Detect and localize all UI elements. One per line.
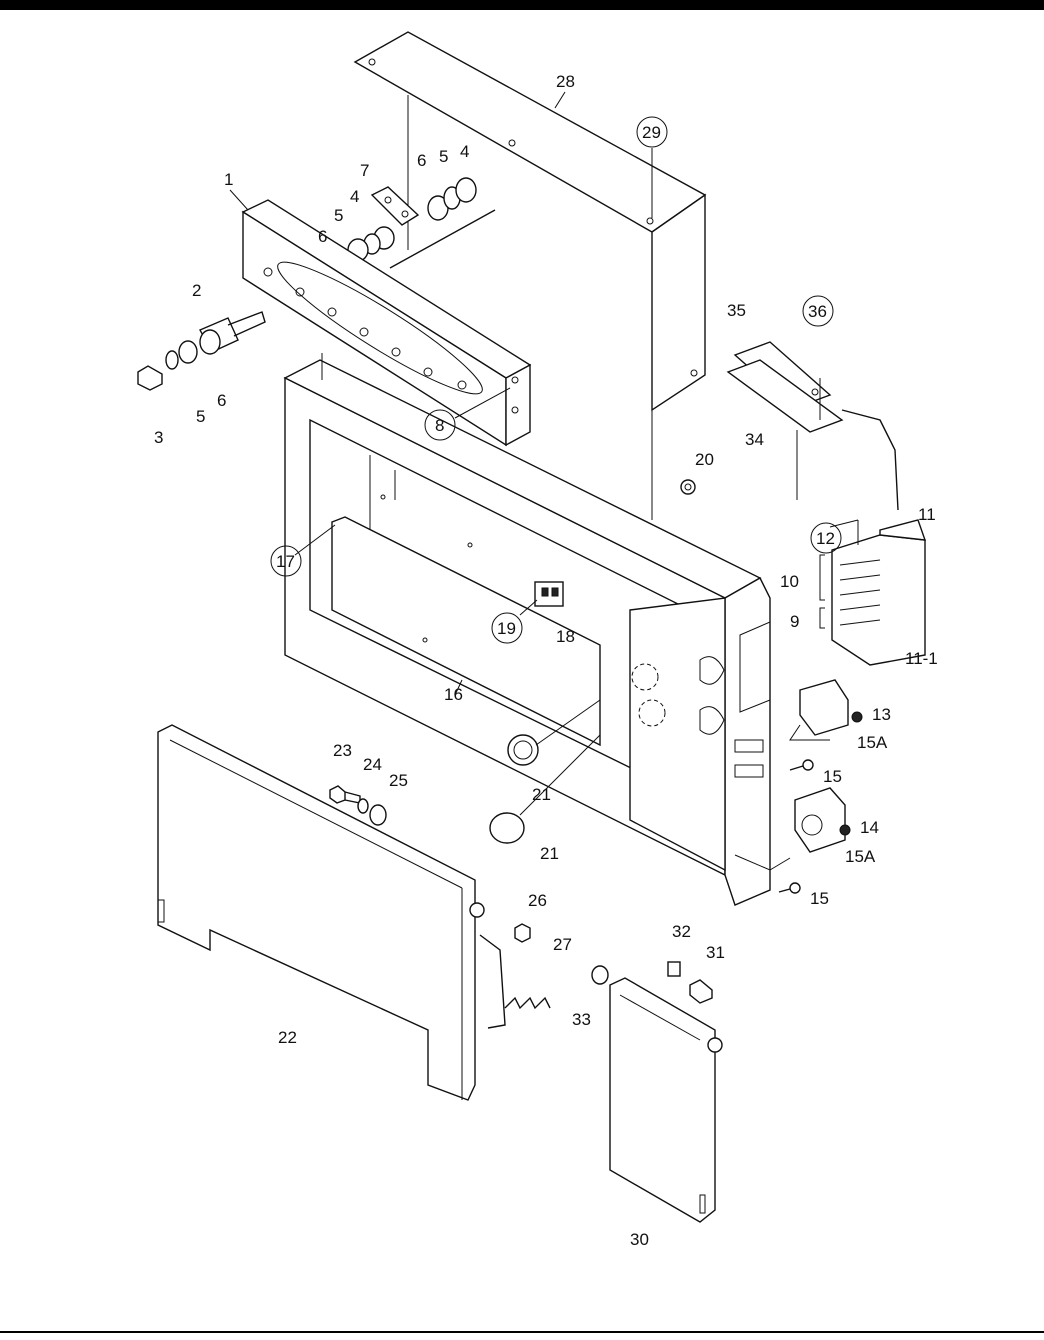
terminal-bolt-stack xyxy=(137,311,266,391)
callout-36-circle xyxy=(802,295,834,327)
callout-15a: 15 xyxy=(823,767,842,786)
callout-11: 11 xyxy=(918,505,936,524)
callout-6c: 6 xyxy=(217,391,226,410)
callout-13: 13 xyxy=(872,705,891,724)
callout-19: 19 xyxy=(497,619,516,638)
callout-3: 3 xyxy=(154,428,163,447)
door-panel-22 xyxy=(157,724,485,1101)
screws-15 xyxy=(778,759,814,894)
callout-15Aa: 15A xyxy=(857,733,888,752)
callout-labels: 28 29 7 6 5 4 4 5 6 1 2 3 5 6 8 35 36 34… xyxy=(154,72,938,1249)
callout-6b: 6 xyxy=(318,227,327,246)
callout-33: 33 xyxy=(572,1010,591,1029)
callout-34: 34 xyxy=(745,430,764,449)
callout-27: 27 xyxy=(553,935,572,954)
callout-19-circle xyxy=(491,612,523,644)
bottom-rule xyxy=(0,1331,1044,1333)
callout-8-circle xyxy=(424,409,456,441)
callout-22: 22 xyxy=(278,1028,297,1047)
callout-2: 2 xyxy=(192,281,201,300)
bushing-21 xyxy=(489,699,601,844)
callout-4a: 4 xyxy=(460,142,469,161)
callout-36: 36 xyxy=(808,302,827,321)
circuit-breaker-block xyxy=(819,519,927,666)
callout-7: 7 xyxy=(360,161,369,180)
callout-29-circle xyxy=(636,116,668,148)
receptacle-14 xyxy=(734,787,851,871)
terminal-hardware-upper xyxy=(347,177,496,269)
nut-20 xyxy=(680,479,696,495)
callout-16: 16 xyxy=(444,685,463,704)
spring-assembly xyxy=(479,923,551,1029)
top-rule xyxy=(0,0,1044,10)
callout-6a: 6 xyxy=(417,151,426,170)
callout-21a: 21 xyxy=(532,785,551,804)
callout-24: 24 xyxy=(363,755,382,774)
callout-12: 12 xyxy=(816,529,835,548)
mounting-bracket xyxy=(726,341,899,511)
switch-component xyxy=(534,581,564,607)
callout-14: 14 xyxy=(860,818,879,837)
callout-11-1: 11-1 xyxy=(905,649,938,668)
terminal-board xyxy=(241,199,532,447)
callout-26: 26 xyxy=(528,891,547,910)
callout-20: 20 xyxy=(695,450,714,469)
callout-10: 10 xyxy=(780,572,799,591)
callout-15Ab: 15A xyxy=(845,847,876,866)
callout-35: 35 xyxy=(727,301,746,320)
callout-28: 28 xyxy=(556,72,575,91)
callout-32: 32 xyxy=(672,922,691,941)
callout-5c: 5 xyxy=(196,407,205,426)
callout-31: 31 xyxy=(706,943,725,962)
door-panel-30 xyxy=(591,961,723,1223)
callout-21b: 21 xyxy=(540,844,559,863)
callout-23: 23 xyxy=(333,741,352,760)
callout-17: 17 xyxy=(276,552,295,571)
door-hardware xyxy=(329,785,387,826)
callout-12-circle xyxy=(810,522,842,554)
callout-5a: 5 xyxy=(439,147,448,166)
callout-29: 29 xyxy=(642,123,661,142)
callout-1: 1 xyxy=(224,170,233,189)
callout-17-circle xyxy=(270,545,302,577)
callout-25: 25 xyxy=(389,771,408,790)
leader-lines xyxy=(229,91,859,696)
callout-4b: 4 xyxy=(350,187,359,206)
callout-9: 9 xyxy=(790,612,799,631)
callout-5b: 5 xyxy=(334,206,343,225)
top-cover-plate xyxy=(353,31,707,520)
callout-15b: 15 xyxy=(810,889,829,908)
callout-8: 8 xyxy=(435,416,444,435)
receptacle-13 xyxy=(789,679,863,741)
callout-30: 30 xyxy=(630,1230,649,1249)
callout-18: 18 xyxy=(556,627,575,646)
